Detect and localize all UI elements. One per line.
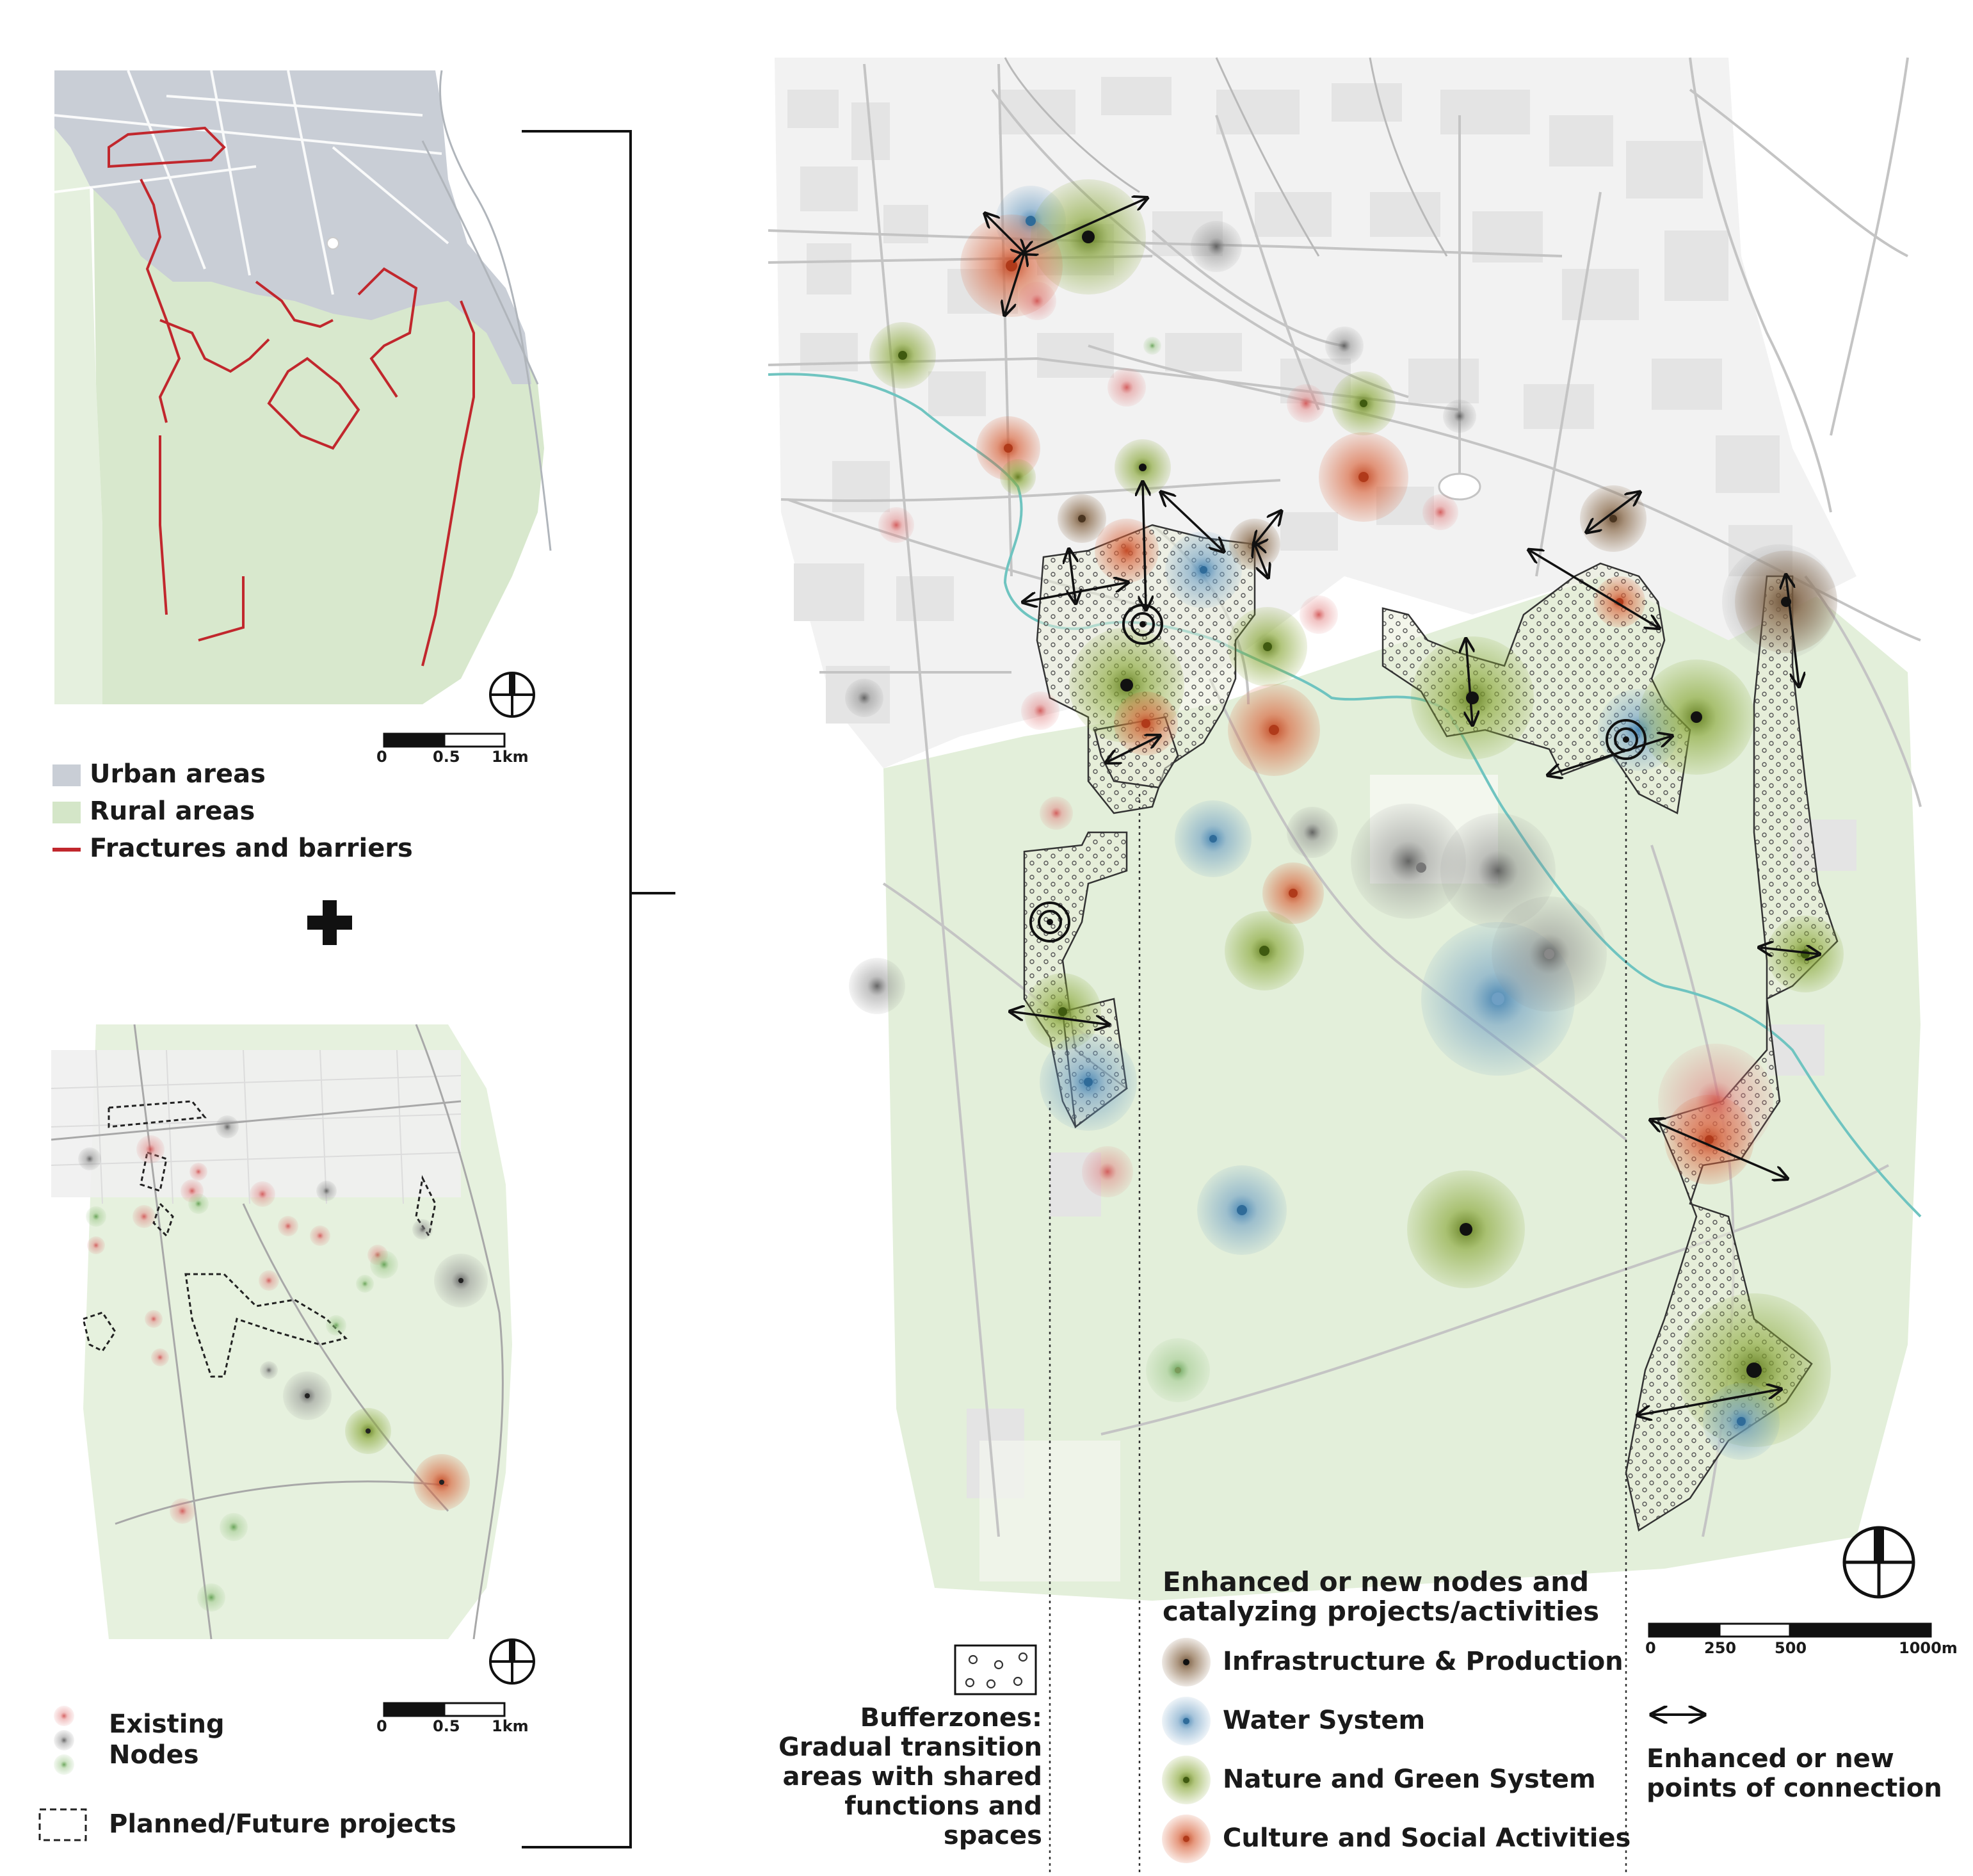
legend-nodes-label: Nodes (109, 1740, 199, 1770)
scale-tick: 500 (1775, 1639, 1807, 1657)
fractures-and-barriers (108, 126, 475, 667)
legend-planned-label: Planned/Future projects (109, 1809, 456, 1839)
scale-bar (1648, 1622, 1932, 1638)
legend-node-pink (54, 1706, 74, 1726)
connection-arrows (986, 198, 1818, 1415)
connection-label-2: points of connection (1647, 1774, 1942, 1803)
legend-rural-label: Rural areas (90, 796, 255, 826)
bufferzone-label-3: areas with shared (782, 1762, 1042, 1791)
legend-barrier-label: Fractures and barriers (90, 834, 413, 863)
north-arrow-icon (489, 1638, 535, 1685)
legend-urban-label: Urban areas (90, 759, 266, 789)
scale-tick: 0.5 (433, 1717, 460, 1735)
scale-tick: 1km (492, 1717, 529, 1735)
urban-area (54, 70, 531, 384)
legend-culture-label: Culture and Social Activities (1223, 1823, 1631, 1853)
north-arrow-icon (1842, 1526, 1915, 1599)
legend-urban-swatch (52, 764, 81, 786)
legend-water-label: Water System (1223, 1706, 1426, 1735)
scale-bar (383, 1702, 506, 1717)
scale-tick: 0.5 (433, 748, 460, 766)
main-map (768, 57, 1932, 1876)
scale-tick: 1km (492, 748, 529, 766)
main-legend-title-2: catalyzing projects/activities (1163, 1596, 1600, 1627)
legend-planned-swatch (38, 1808, 87, 1841)
legend-infra-label: Infrastructure & Production (1223, 1647, 1623, 1676)
legend-barrier-line (52, 848, 81, 852)
bottom-map (38, 1024, 535, 1841)
scale-tick: 0 (1645, 1639, 1656, 1657)
bracket (522, 130, 675, 1848)
legend-bufferzone-swatch (954, 1644, 1037, 1695)
legend-rural-swatch (52, 802, 81, 823)
scale-tick: 1000m (1899, 1639, 1958, 1657)
scale-tick: 0 (376, 1717, 387, 1735)
main-legend-title-1: Enhanced or new nodes and (1163, 1566, 1590, 1597)
north-arrow-icon (489, 672, 535, 718)
scale-tick: 0 (376, 748, 387, 766)
connection-label-1: Enhanced or new (1647, 1744, 1894, 1774)
scale-bar (383, 732, 506, 748)
legend-node-grey (54, 1730, 74, 1751)
bufferzone-label-1: Bufferzones: (860, 1703, 1042, 1733)
rural-area (93, 147, 544, 704)
bufferzone-label-5: spaces (943, 1821, 1042, 1850)
scale-tick: 250 (1704, 1639, 1737, 1657)
legend-existing-label: Existing (109, 1710, 225, 1739)
legend-nature-label: Nature and Green System (1223, 1765, 1596, 1794)
legend-category-icons (1162, 1638, 1211, 1863)
top-map (54, 70, 552, 748)
plus-icon (307, 900, 352, 945)
bufferzone-label-4: functions and (844, 1791, 1042, 1821)
legend-node-green (54, 1754, 74, 1775)
bufferzone-label-2: Gradual transition (778, 1733, 1042, 1762)
